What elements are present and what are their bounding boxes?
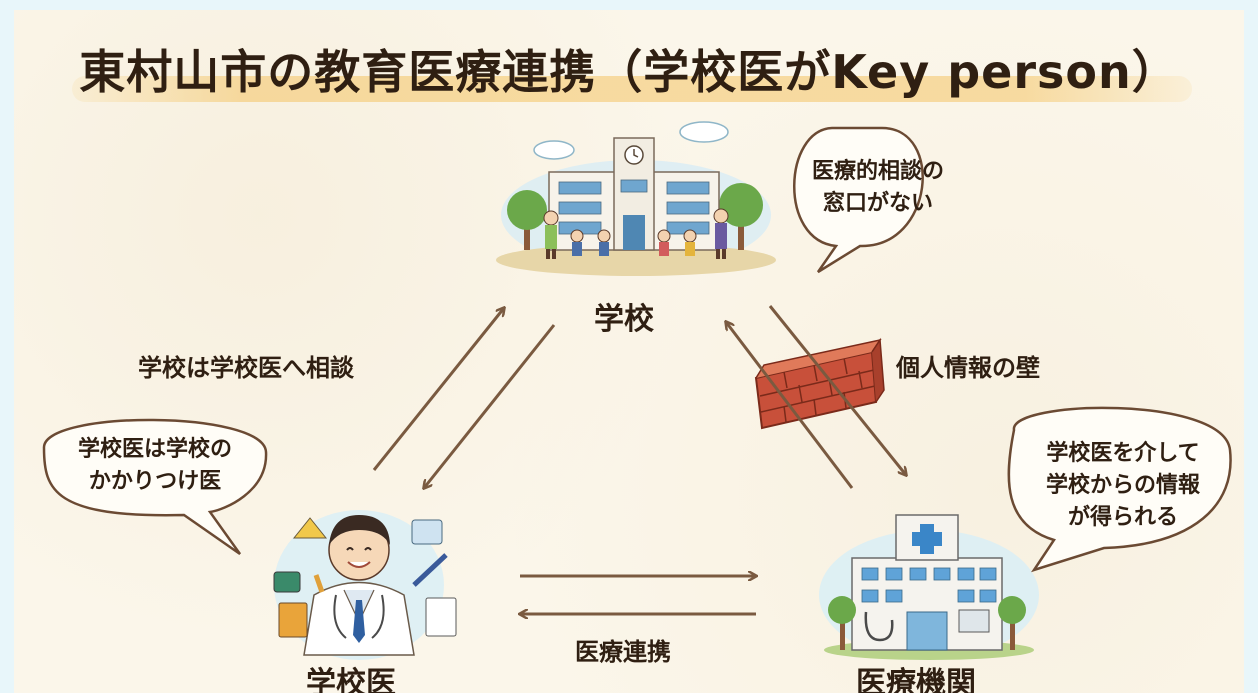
cloud-icon [533, 121, 729, 160]
bubble-school-doctor: 学校医は学校の かかりつけ医 [48, 434, 262, 498]
stationery-icon [273, 517, 457, 638]
arrow-school-to-medical [768, 305, 906, 475]
hospital-illustration [819, 514, 1039, 660]
diagram-graphics [42, 121, 1232, 660]
bubble-school-line: 窓口がない [822, 191, 933, 216]
arrow-school-to-doctor [424, 324, 556, 488]
people-icon [543, 208, 729, 259]
speech-bubble-shapes [42, 126, 1232, 573]
stethoscope-icon [864, 611, 894, 642]
page-title: 東村山市の教育医療連携（学校医がKey person） [79, 45, 1179, 99]
bubble-doctor-shape [42, 418, 268, 556]
arrows [372, 305, 906, 614]
node-label-medical: 医療機関 [856, 666, 976, 693]
bubble-school-line: 医療的相談の [811, 159, 944, 184]
bubble-school-shape [793, 126, 924, 274]
edge-label-medical-cooperation: 医療連携 [575, 638, 671, 666]
node-label-school: 学校 [594, 302, 654, 337]
title-highlight [72, 76, 1192, 102]
node-label-school-doctor: 学校医 [306, 666, 396, 693]
edge-label-privacy-wall: 個人情報の壁 [896, 354, 1040, 382]
arrow-medical-to-school [726, 322, 854, 489]
bubble-doctor-line: かかりつけ医 [88, 469, 222, 494]
monitor-icon [958, 609, 990, 633]
arrow-doctor-to-school [372, 308, 504, 471]
tree-icon [828, 596, 1026, 650]
bubble-medical-shape [1007, 406, 1232, 573]
medical-cross-icon [912, 524, 942, 554]
edge-label-consult: 学校は学校医へ相談 [138, 354, 354, 382]
bubble-school: 医療的相談の 窓口がない [798, 156, 958, 220]
bubble-medical-line: が得られる [1067, 505, 1178, 530]
school-illustration [496, 121, 776, 276]
tree-icon [507, 183, 763, 250]
brick-wall-icon [754, 337, 885, 430]
bubble-medical-line: 学校医を介して [1046, 441, 1200, 466]
bubble-medical-line: 学校からの情報 [1045, 473, 1200, 498]
stethoscope-icon [333, 594, 385, 639]
diagram-canvas: 東村山市の教育医療連携（学校医がKey person） [14, 10, 1244, 693]
doctor-illustration [273, 510, 457, 660]
bubble-medical: 学校医を介して 学校からの情報 が得られる [1018, 438, 1228, 534]
bubble-doctor-line: 学校医は学校の [77, 437, 232, 462]
